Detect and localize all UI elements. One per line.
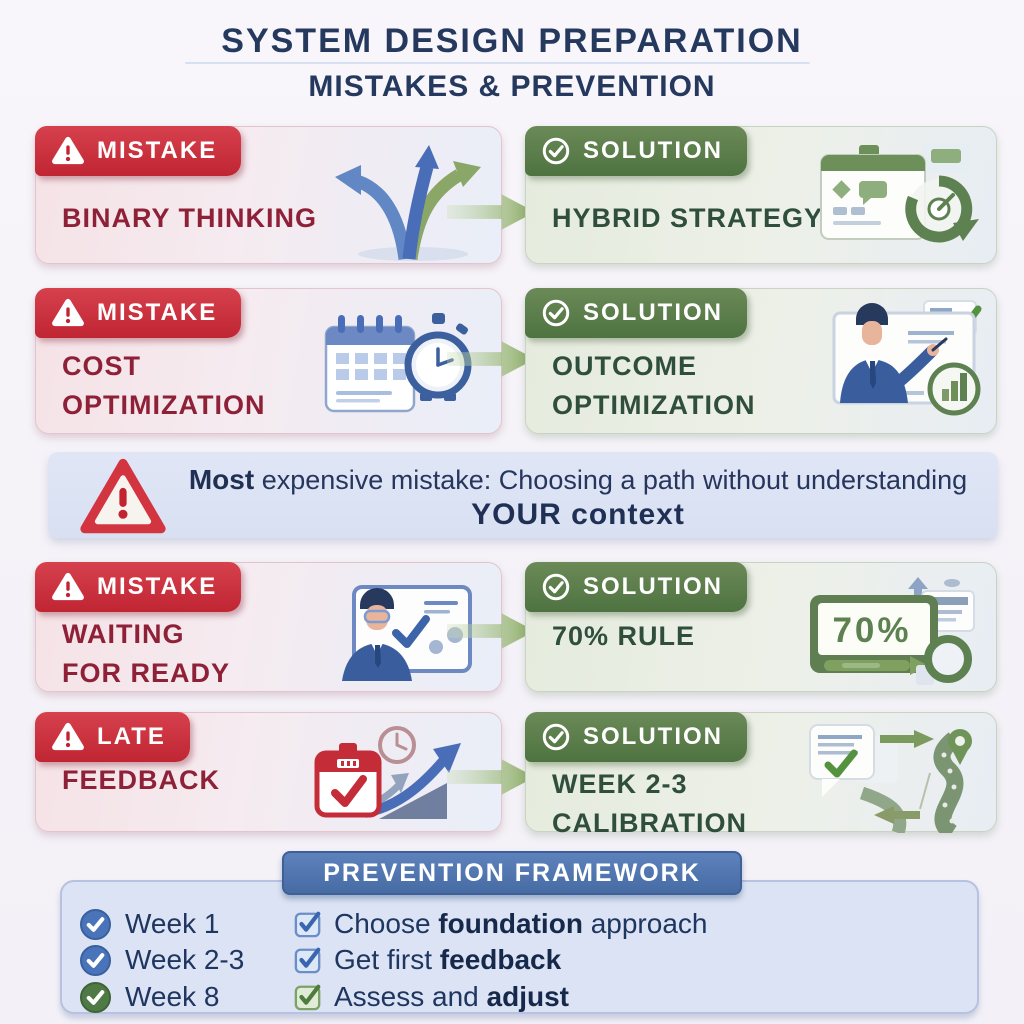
page-subtitle: MISTAKES & PREVENTION [308, 70, 716, 103]
task-label: Assess and adjust [334, 981, 569, 1012]
mistake-badge: MISTAKE [35, 126, 242, 176]
check-circle-icon [542, 299, 570, 327]
mistake-to-solution-arrow [447, 341, 535, 377]
warning-triangle-icon [52, 136, 84, 165]
prevention-framework-banner: PREVENTION FRAMEWORK [282, 851, 742, 895]
task-checkbox-icon [294, 984, 321, 1011]
solution-badge: SOLUTION [525, 288, 747, 338]
framework-row-week-2-3: Week 2-3 Get first feedback [80, 943, 561, 977]
task-checkbox-icon [294, 947, 321, 974]
solution-card-70-percent-rule: SOLUTION 70% RULE 70% [525, 562, 997, 692]
mistake-badge-label: MISTAKE [97, 573, 218, 600]
solution-card-hybrid-strategy: SOLUTION HYBRID STRATEGY [525, 126, 997, 264]
task-label: Choose foundation approach [334, 908, 708, 939]
calendar-stopwatch-icon [324, 313, 472, 413]
solution-badge: SOLUTION [525, 562, 747, 612]
week-check-icon [80, 944, 111, 976]
hybrid-plan-icon [820, 143, 979, 243]
expensive-mistake-callout: Most expensive mistake: Choosing a path … [48, 452, 998, 538]
mistake-card-label: BINARY THINKING [62, 203, 318, 233]
mistake-badge-label: MISTAKE [97, 299, 218, 326]
week-check-icon [80, 908, 111, 940]
mistake-card-label: FEEDBACK [62, 765, 221, 795]
mistake-to-solution-arrow [447, 759, 535, 795]
seventy-percent-label: 70% [832, 611, 911, 650]
check-circle-icon [542, 137, 570, 165]
solution-card-label: 70% RULE [552, 621, 696, 651]
framework-row-week-8: Week 8 Assess and adjust [80, 980, 569, 1014]
callout-line1: Most expensive mistake: Choosing a path … [188, 464, 968, 495]
solution-card-label: HYBRID STRATEGY [552, 203, 824, 233]
solution-badge: SOLUTION [525, 126, 747, 176]
mistake-badge: MISTAKE [35, 562, 242, 612]
task-checkbox-icon [294, 911, 321, 938]
page-title: SYSTEM DESIGN PREPARATION [221, 22, 803, 60]
solution-badge: SOLUTION [525, 712, 747, 762]
presenter-screen-icon [832, 300, 982, 416]
callout-line2: YOUR context [471, 498, 685, 531]
seventy-percent-icon: 70% [810, 577, 975, 685]
title-underline [185, 62, 810, 64]
solution-badge-label: SOLUTION [583, 137, 723, 164]
mistake-to-solution-arrow [447, 194, 535, 230]
solution-badge-label: SOLUTION [583, 723, 723, 750]
mistake-badge-label: LATE [97, 723, 166, 750]
warning-triangle-icon [52, 572, 84, 601]
warning-triangle-icon [52, 298, 84, 327]
calibration-road-icon [809, 724, 972, 833]
solution-badge-label: SOLUTION [583, 573, 723, 600]
check-circle-icon [542, 573, 570, 601]
week-label: Week 2-3 [125, 944, 245, 975]
solution-badge-label: SOLUTION [583, 299, 723, 326]
mistake-to-solution-arrow [447, 613, 535, 649]
task-label: Get first feedback [334, 944, 562, 975]
diverging-paths-icon [335, 145, 481, 261]
mistake-badge: LATE [35, 712, 190, 762]
warning-triangle-icon [52, 722, 84, 751]
late-feedback-clock-icon [314, 726, 461, 819]
mistake-badge-label: MISTAKE [97, 137, 218, 164]
mistake-card-late-feedback: LATE FEEDBACK [35, 712, 502, 832]
week-label: Week 8 [125, 981, 220, 1012]
week-check-icon [80, 981, 111, 1013]
mistake-badge: MISTAKE [35, 288, 242, 338]
mistake-card-binary-thinking: MISTAKE BINARY THINKING [35, 126, 502, 264]
week-label: Week 1 [125, 908, 220, 939]
framework-row-week-1: Week 1 Choose foundation approach [80, 907, 707, 941]
check-circle-icon [542, 723, 570, 751]
warning-triangle-icon [80, 458, 166, 534]
